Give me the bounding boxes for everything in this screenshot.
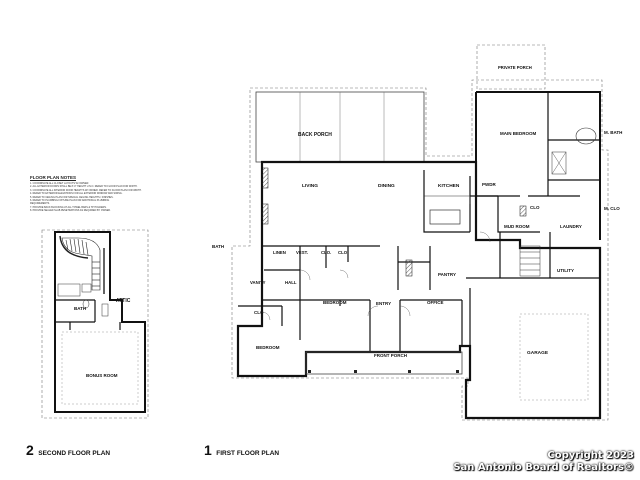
interior-walls [238,170,600,352]
hatched-columns [261,167,527,277]
garage-door-outline [519,313,589,401]
note-line: 4. REFER TO EXTERIOR ELEVATIONS FOR ALL … [30,192,123,196]
label-clo-3: CLO [338,250,348,255]
main-suite-interior-walls [476,92,600,197]
front-porch-columns [308,370,459,373]
label-entry: ENTRY [376,301,391,306]
kitchen-island [429,209,461,225]
back-porch-beams [299,92,385,162]
label-garage: GARAGE [527,350,549,356]
label-front-porch: FRONT PORCH [374,353,407,358]
label-vest: VEST. [296,250,308,255]
main-bath-tub [575,127,597,145]
second-floor-label-bath: BATH [74,306,86,311]
house-exterior-walls [236,160,602,420]
label-office: OFFICE [427,300,444,305]
note-line: 3. COORDINATE ALL INTERIOR DOOR HEIGHTS … [30,188,142,192]
label-m-clo: M. CLO [604,206,620,211]
label-utility: UTILITY [557,268,574,273]
label-linen: LINEN [273,250,286,255]
label-laundry: LAUNDRY [560,224,582,229]
mud-room-stair [519,245,541,277]
watermark-copyright: Copyright 2023 [547,450,634,461]
note-line: 2. ALL EXTERIOR DOORS SHALL BE 8'-0" HEI… [30,185,138,189]
label-main-bath: M. BATH [604,130,622,135]
main-bedroom-wing-walls [475,91,601,240]
front-porch [305,351,463,375]
floor-plan-notes: 1. COORDINATE ALL CLOSET LAYOUTS W/ OWNE… [30,182,180,213]
second-floor-bath-fixtures [57,283,109,317]
second-floor-label-bonus-room: BONUS ROOM [86,373,118,378]
first-floor-plan-title: 1 FIRST FLOOR PLAN [204,442,279,460]
first-floor-plan-label: FIRST FLOOR PLAN [216,450,280,457]
label-clo-4: CLO [254,310,264,315]
second-floor-plan-number: 2 [26,442,34,458]
note-line: 7. PROVIDE BACK BLOCKING AT ALL TOWEL BA… [30,205,107,209]
second-floor-roof-outline [41,229,149,419]
note-line: 6. REFER TO PLUMBING FIXTURE PLAN FOR AD… [30,199,110,203]
private-porch-outline [476,44,546,90]
label-pantry: PANTRY [438,272,456,277]
first-floor-plan-number: 1 [204,442,212,458]
main-bath-shower [551,151,567,175]
label-back-porch: BACK PORCH [298,132,332,138]
second-floor-label-attic: ATTIC [116,298,131,304]
watermark-board: San Antonio Board of Realtors® [453,462,634,473]
label-bedroom-1: BEDROOM [323,300,347,305]
note-line: REQUIREMENTS. [30,202,50,206]
kitchen-counters [424,195,471,204]
label-dining: DINING [378,183,395,189]
label-private-porch: PRIVATE PORCH [498,65,532,70]
label-pwdr: PWDR [482,182,496,187]
bonus-room-ceiling [61,331,139,405]
label-kitchen: KITCHEN [438,183,460,189]
second-floor-stair [59,235,105,294]
label-bedroom-2: BEDROOM [256,345,280,350]
label-living: LIVING [302,183,318,189]
label-main-bedroom: MAIN BEDROOM [500,131,536,136]
label-clo: CLO [530,205,540,210]
roof-outline [231,79,609,421]
label-hall: HALL [285,280,297,285]
door-swings [261,231,491,321]
label-bath: BATH [212,244,224,249]
second-floor-plan-title: 2 SECOND FLOOR PLAN [26,442,110,460]
note-line: 8. PROVIDE SEALED SLAB PENETRATIONS AS R… [30,209,111,213]
note-line: 1. COORDINATE ALL CLOSET LAYOUTS W/ OWNE… [30,182,90,185]
second-floor-plan-label: SECOND FLOOR PLAN [38,450,111,457]
second-floor-walls [54,231,146,413]
second-floor-plan: ATTIC BATH BONUS ROOM [41,229,149,419]
label-clo-2: CLO. [321,250,331,255]
label-mud-room: MUD ROOM [504,224,530,229]
second-floor-interior-walls [55,299,121,330]
note-line: 5. REFER TO CEILING PLAN FOR SPECIAL CEI… [30,195,114,199]
label-vanity: VANITY [250,280,266,285]
first-floor-plan: PRIVATE PORCH BACK PORCH MAIN BEDROOM M.… [212,44,622,421]
floor-plan-notes-title: FLOOR PLAN NOTES [30,175,76,180]
